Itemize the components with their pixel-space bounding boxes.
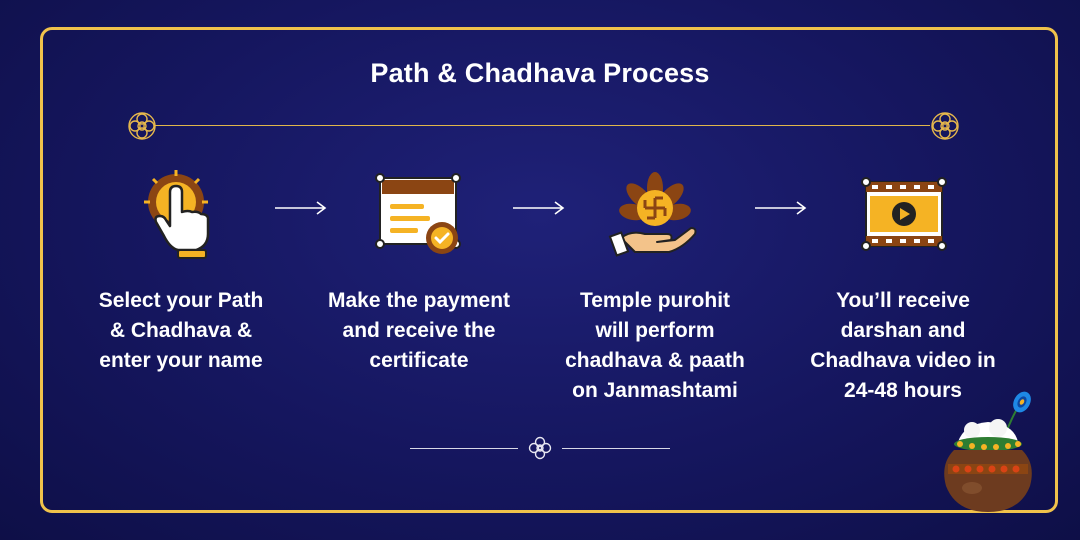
flower-icon (528, 436, 552, 460)
text-line: on Janmashtami (572, 379, 738, 402)
mandala-icon (128, 112, 156, 140)
text-line: and receive the (342, 319, 496, 342)
makhan-pot-icon (944, 391, 1032, 512)
page-title: Path & Chadhava Process (370, 58, 710, 88)
text-line: darshan and (840, 319, 966, 342)
step-2-text: Make the payment and receive the certifi… (304, 286, 534, 376)
swastik-offering-icon (608, 172, 697, 257)
text-line: chadhava & paath (565, 349, 745, 372)
text-line: & Chadhava & (109, 319, 253, 342)
step-4-text: You’ll receive darshan and Chadhava vide… (788, 286, 1018, 406)
step-3-text: Temple purohit will perform chadhava & p… (540, 286, 770, 406)
text-line: Chadhava video in (810, 349, 996, 372)
text-line: You’ll receive (836, 289, 970, 312)
text-line: Make the payment (327, 289, 511, 312)
text-line: will perform (595, 319, 715, 342)
certificate-icon (375, 173, 461, 254)
text-line: Temple purohit (579, 289, 731, 312)
arrow-right-icon (275, 201, 327, 215)
text-line: 24-48 hours (844, 379, 962, 402)
tap-hand-icon (144, 170, 210, 259)
text-line: Select your Path (98, 289, 264, 312)
arrow-right-icon (755, 201, 807, 215)
video-film-icon (861, 177, 947, 251)
process-frame (40, 27, 1058, 513)
text-line: enter your name (99, 349, 263, 372)
step-1-text: Select your Path & Chadhava & enter your… (66, 286, 296, 376)
arrow-right-icon (513, 201, 565, 215)
bottom-divider-left (410, 448, 518, 449)
mandala-icon (931, 112, 959, 140)
text-line: certificate (369, 349, 469, 372)
title-divider (155, 125, 930, 126)
bottom-divider-right (562, 448, 670, 449)
